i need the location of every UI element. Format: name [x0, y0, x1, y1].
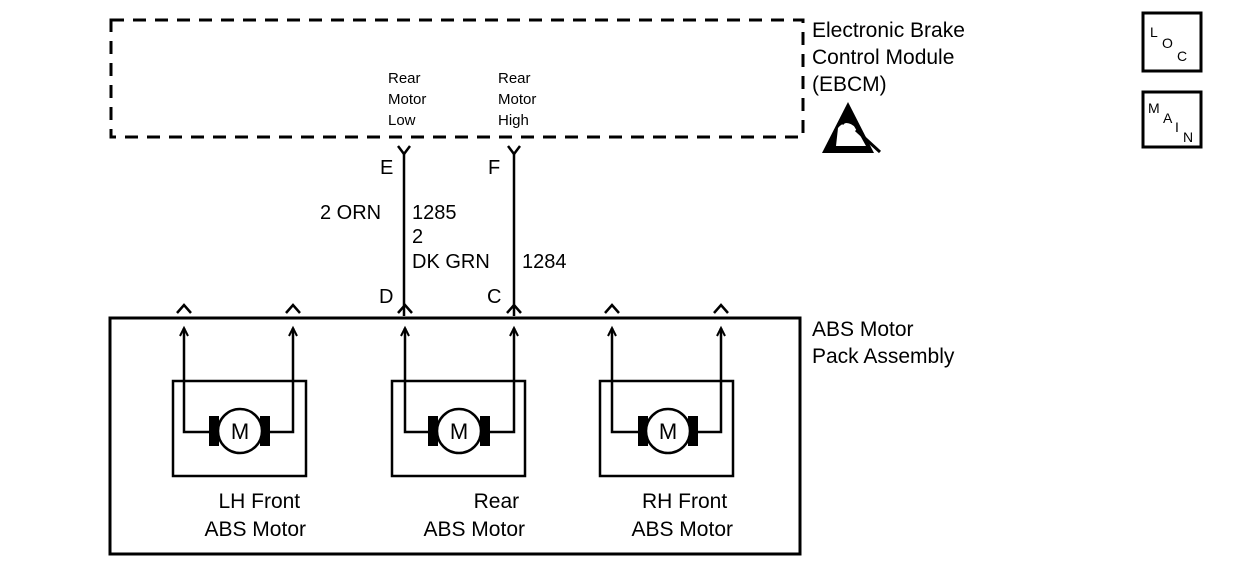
rh-front-motor-label: RH Front ABS Motor [631, 490, 733, 541]
main-letter-i: I [1175, 119, 1179, 135]
wire-1284-color: DK GRN [412, 251, 490, 273]
motor-pack-box [108, 316, 802, 556]
lh-motor-symbol: M [231, 419, 249, 444]
motor-pack-title: ABS Motor Pack Assembly [812, 318, 955, 368]
rear-motor-high-label: Rear Motor High [498, 70, 541, 129]
pin-e-label: E [380, 157, 393, 179]
rear-motor-low-label: Rear Motor Low [388, 70, 431, 129]
main-badge[interactable]: M A I N [1141, 90, 1203, 149]
wire-1284-circuit: 1284 [522, 251, 567, 273]
rear-motor-group: M Rear ABS Motor [390, 303, 527, 541]
connector-icon [506, 303, 522, 314]
loc-letter-o: O [1162, 35, 1173, 51]
pin-d-label: D [379, 286, 393, 308]
pin-f-connector [507, 145, 521, 157]
pin-f-label: F [488, 157, 500, 179]
connector-icon [604, 303, 620, 314]
rear-motor-label: Rear ABS Motor [423, 490, 525, 541]
esd-warning-icon [822, 102, 882, 154]
main-letter-a: A [1163, 110, 1173, 126]
motor-icon [644, 407, 692, 455]
connector-icon [285, 303, 301, 314]
rh-front-motor-group: M RH Front ABS Motor [598, 303, 735, 541]
pin-c-label: C [487, 286, 501, 308]
pin-e-connector [397, 145, 411, 157]
main-letter-m: M [1148, 100, 1160, 116]
loc-letter-c: C [1177, 48, 1187, 64]
rear-motor-symbol: M [450, 419, 468, 444]
connector-icon [397, 303, 413, 314]
wire-1285-circuit: 1285 [412, 202, 457, 224]
main-letter-n: N [1183, 129, 1193, 145]
lh-front-motor-group: M LH Front ABS Motor [171, 303, 308, 541]
motor-icon [216, 407, 264, 455]
rh-motor-symbol: M [659, 419, 677, 444]
loc-badge[interactable]: L O C [1141, 11, 1203, 73]
connector-icon [713, 303, 729, 314]
wire-1284-gauge: 2 [412, 226, 423, 248]
wire-1285-color: 2 ORN [320, 202, 381, 224]
connector-icon [176, 303, 192, 314]
ebcm-title: Electronic Brake Control Module (EBCM) [812, 19, 971, 96]
motor-icon [435, 407, 483, 455]
lh-front-motor-label: LH Front ABS Motor [204, 490, 306, 541]
ebcm-box [109, 18, 805, 139]
loc-letter-l: L [1150, 24, 1158, 40]
